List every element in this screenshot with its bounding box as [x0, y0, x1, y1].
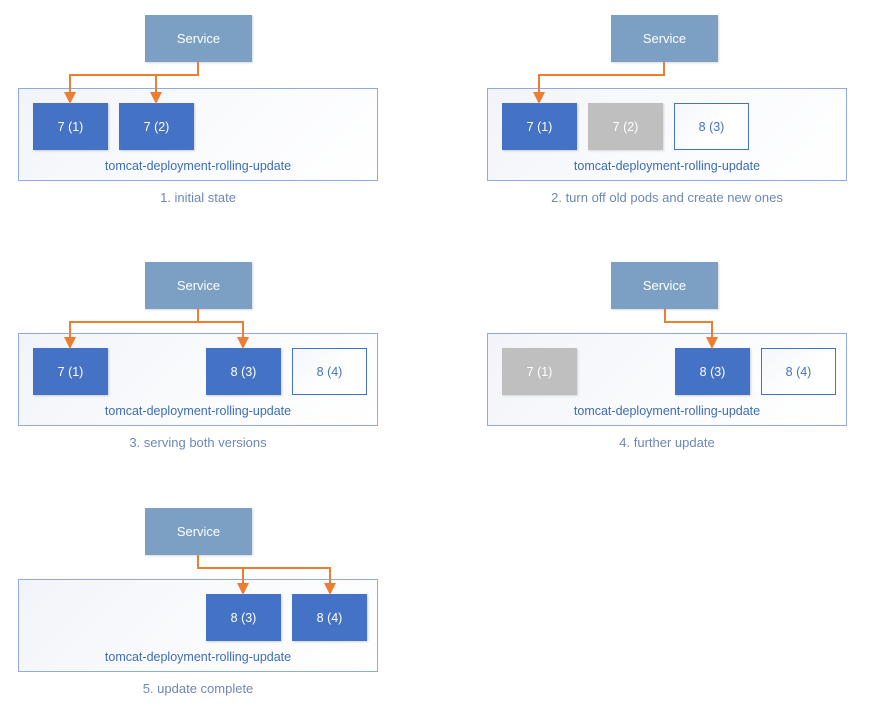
- pod-label: 8 (4): [785, 364, 812, 379]
- deployment-name-label: tomcat-deployment-rolling-update: [104, 650, 292, 664]
- service-box[interactable]: Service: [145, 508, 252, 555]
- deployment-name-label: tomcat-deployment-rolling-update: [104, 159, 292, 173]
- pod-7-1[interactable]: 7 (1): [33, 348, 108, 395]
- pod-label: 7 (2): [612, 119, 639, 134]
- pod-8-3[interactable]: 8 (3): [206, 348, 281, 395]
- service-label: Service: [176, 524, 221, 539]
- deployment-name-label: tomcat-deployment-rolling-update: [573, 404, 761, 418]
- pod-label: 7 (1): [57, 364, 84, 379]
- service-label: Service: [176, 278, 221, 293]
- pod-label: 7 (1): [526, 119, 553, 134]
- pod-8-4[interactable]: 8 (4): [292, 348, 367, 395]
- pod-8-3[interactable]: 8 (3): [206, 594, 281, 641]
- service-label: Service: [176, 31, 221, 46]
- pod-7-1[interactable]: 7 (1): [502, 103, 577, 150]
- pod-label: 8 (3): [230, 364, 257, 379]
- panel-caption: 3. serving both versions: [129, 435, 267, 450]
- pod-label: 7 (1): [57, 119, 84, 134]
- pod-7-2[interactable]: 7 (2): [588, 103, 663, 150]
- deployment-name-label: tomcat-deployment-rolling-update: [104, 404, 292, 418]
- pod-label: 8 (4): [316, 610, 343, 625]
- service-label: Service: [642, 31, 687, 46]
- service-box[interactable]: Service: [145, 262, 252, 309]
- service-label: Service: [642, 278, 687, 293]
- pod-label: 8 (4): [316, 364, 343, 379]
- pod-8-4[interactable]: 8 (4): [761, 348, 836, 395]
- pod-8-3[interactable]: 8 (3): [674, 103, 749, 150]
- service-box[interactable]: Service: [611, 15, 718, 62]
- panel-caption: 1. initial state: [160, 190, 236, 205]
- panel-caption: 5. update complete: [142, 681, 254, 696]
- pod-label: 8 (3): [698, 119, 725, 134]
- service-box[interactable]: Service: [611, 262, 718, 309]
- pod-label: 7 (1): [526, 364, 553, 379]
- pod-8-4[interactable]: 8 (4): [292, 594, 367, 641]
- pod-label: 8 (3): [230, 610, 257, 625]
- service-box[interactable]: Service: [145, 15, 252, 62]
- panel-caption: 2. turn off old pods and create new ones: [551, 190, 783, 205]
- pod-7-1[interactable]: 7 (1): [33, 103, 108, 150]
- pod-label: 7 (2): [143, 119, 170, 134]
- pod-7-1[interactable]: 7 (1): [502, 348, 577, 395]
- pod-7-2[interactable]: 7 (2): [119, 103, 194, 150]
- deployment-name-label: tomcat-deployment-rolling-update: [573, 159, 761, 173]
- panel-caption: 4. further update: [619, 435, 715, 450]
- pod-label: 8 (3): [699, 364, 726, 379]
- pod-8-3[interactable]: 8 (3): [675, 348, 750, 395]
